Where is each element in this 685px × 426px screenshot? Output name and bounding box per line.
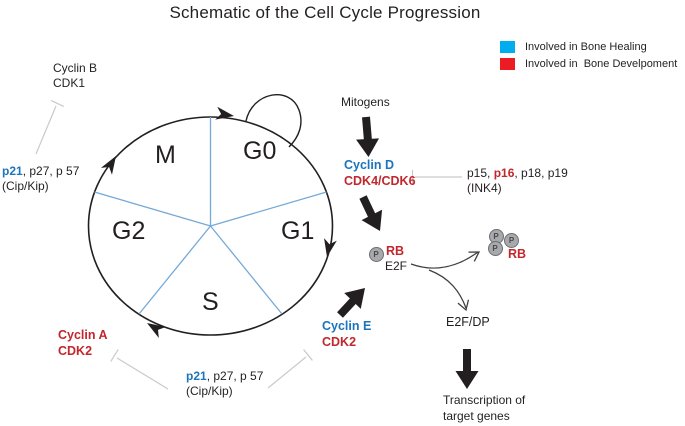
- cyclind-rb-arrow-head: [361, 209, 383, 231]
- cycle-arrowhead-bottom: [147, 323, 166, 339]
- transcription-line2: target genes: [443, 408, 510, 423]
- cipkip-family-line: (Cip/Kip): [186, 384, 233, 398]
- cipkip-cyclina-inhibition-line: [116, 357, 169, 390]
- e2f-dp-label: E2F/DP: [446, 315, 490, 329]
- cyclin-b-line: Cyclin B: [53, 61, 98, 75]
- cyclin-e-line: Cyclin E: [322, 319, 372, 333]
- mitogens-label: Mitogens: [341, 95, 390, 109]
- cipkip-rest: , p27, p 57: [206, 369, 264, 383]
- cyclin-d-line: Cyclin D: [344, 158, 395, 172]
- phase-label-g0: G0: [243, 137, 277, 165]
- g0-self-loop: [245, 94, 302, 148]
- transcription-label: Transcription of target genes: [443, 393, 525, 424]
- e2f-label: E2F: [385, 259, 408, 273]
- legend-label: Involved in Bone Healing: [525, 40, 647, 53]
- rb-release-arrows: [410, 251, 481, 312]
- cycle-arrowhead-right: [324, 238, 337, 257]
- legend: Involved in Bone Healing Involved in Bon…: [500, 38, 677, 72]
- legend-item-bone-development: Involved in Bone Develpoment: [500, 55, 677, 72]
- cyclin-b-cdk1-label: Cyclin B CDK1: [53, 61, 97, 91]
- phosphate-letter: P: [373, 249, 379, 259]
- divider-s-g2: [138, 225, 212, 315]
- rb-phosphorylation-arrow: [410, 251, 479, 269]
- cycle-arrowhead-left: [100, 156, 116, 175]
- cyclin-a-complex-label: Cyclin A CDK2: [58, 328, 108, 359]
- divider-g1-s: [209, 225, 283, 315]
- legend-item-bone-healing: Involved in Bone Healing: [500, 38, 677, 55]
- ink4-post: , p18, p19: [514, 166, 568, 180]
- cipkip-inhibitor-label-top: p21, p27, p 57 (Cip/Kip): [2, 164, 79, 194]
- cipkip-cyclinb-inhibition-bar: [50, 99, 65, 108]
- phosphate-icon: P: [487, 241, 503, 256]
- cipkip-cycline-inhibition-bar: [303, 349, 313, 361]
- divider-g0-g1: [210, 191, 327, 227]
- cipkip-family-line: (Cip/Kip): [2, 179, 49, 193]
- ink4-genes-line: p15, p16, p18, p19: [467, 166, 568, 181]
- legend-swatch-red: [500, 57, 515, 70]
- inhibition-lines: [35, 99, 462, 390]
- rb-phosphorylation-arrowhead: [468, 251, 481, 262]
- phase-label-m: M: [155, 141, 176, 169]
- mitogens-arrow-shaft: [362, 116, 372, 142]
- ink4-inhibitor-label: p15, p16, p18, p19 (INK4): [467, 166, 568, 196]
- cycle-arrowhead-top: [215, 106, 234, 120]
- cyclin-d-complex-label: Cyclin D CDK4/CDK6: [344, 158, 416, 189]
- phosphate-icon: P: [368, 246, 384, 262]
- cipkip-cyclina-inhibition-bar: [110, 349, 119, 362]
- phase-dividers: [94, 117, 327, 315]
- cipkip-inhibitor-label-bottom: p21, p27, p 57 (Cip/Kip): [186, 369, 263, 399]
- p16-highlight: p16: [493, 166, 515, 180]
- page-title: Schematic of the Cell Cycle Progression: [169, 3, 481, 22]
- phase-label-g1: G1: [281, 217, 315, 245]
- phosphate-letter: P: [492, 244, 498, 253]
- divider-g2-m: [94, 191, 211, 227]
- legend-label: Involved in Bone Develpoment: [525, 57, 678, 70]
- cycline-rb-arrow-shaft: [337, 298, 356, 318]
- cipkip-cycline-inhibition-line: [267, 356, 307, 389]
- cyclin-e-complex-label: Cyclin E CDK2: [322, 319, 371, 350]
- cyclin-a-line: Cyclin A: [58, 328, 108, 342]
- mitogens-arrow-head: [356, 138, 380, 157]
- p21-highlight: p21: [2, 164, 23, 178]
- rb-label: RB: [386, 244, 405, 258]
- process-arrows: [337, 116, 479, 389]
- cyclind-rb-arrow-shaft: [359, 195, 376, 218]
- cipkip-rest: , p27, p 57: [22, 164, 80, 178]
- e2f-release-arrowhead: [457, 299, 470, 312]
- cycle-direction-arrowheads: [100, 106, 337, 339]
- p21-highlight: p21: [186, 369, 207, 383]
- cipkip-cyclinb-inhibition-line: [35, 105, 57, 155]
- cycline-rb-arrow-head: [344, 288, 365, 309]
- phospho-rb-label: RB: [508, 247, 527, 261]
- legend-swatch-blue: [500, 40, 515, 53]
- cipkip-genes-line: p21, p27, p 57: [2, 164, 79, 179]
- phase-label-g2: G2: [112, 217, 146, 245]
- cipkip-genes-line: p21, p27, p 57: [186, 369, 263, 384]
- cdk4-cdk6-line: CDK4/CDK6: [344, 173, 416, 188]
- e2f-release-arrow: [428, 269, 467, 309]
- phosphate-letter: P: [508, 235, 515, 245]
- phase-label-s: S: [202, 288, 219, 316]
- ink4-pre: p15,: [467, 166, 494, 180]
- transcription-arrow-head: [455, 371, 479, 389]
- transcription-line1: Transcription of: [443, 393, 526, 407]
- cdk2-line: CDK2: [322, 334, 357, 349]
- phosphate-letter: P: [493, 232, 499, 241]
- phosphate-icon: P: [504, 232, 519, 248]
- cdk1-line: CDK1: [53, 76, 86, 90]
- ink4-family-line: (INK4): [467, 181, 502, 195]
- cdk2-line: CDK2: [58, 343, 93, 358]
